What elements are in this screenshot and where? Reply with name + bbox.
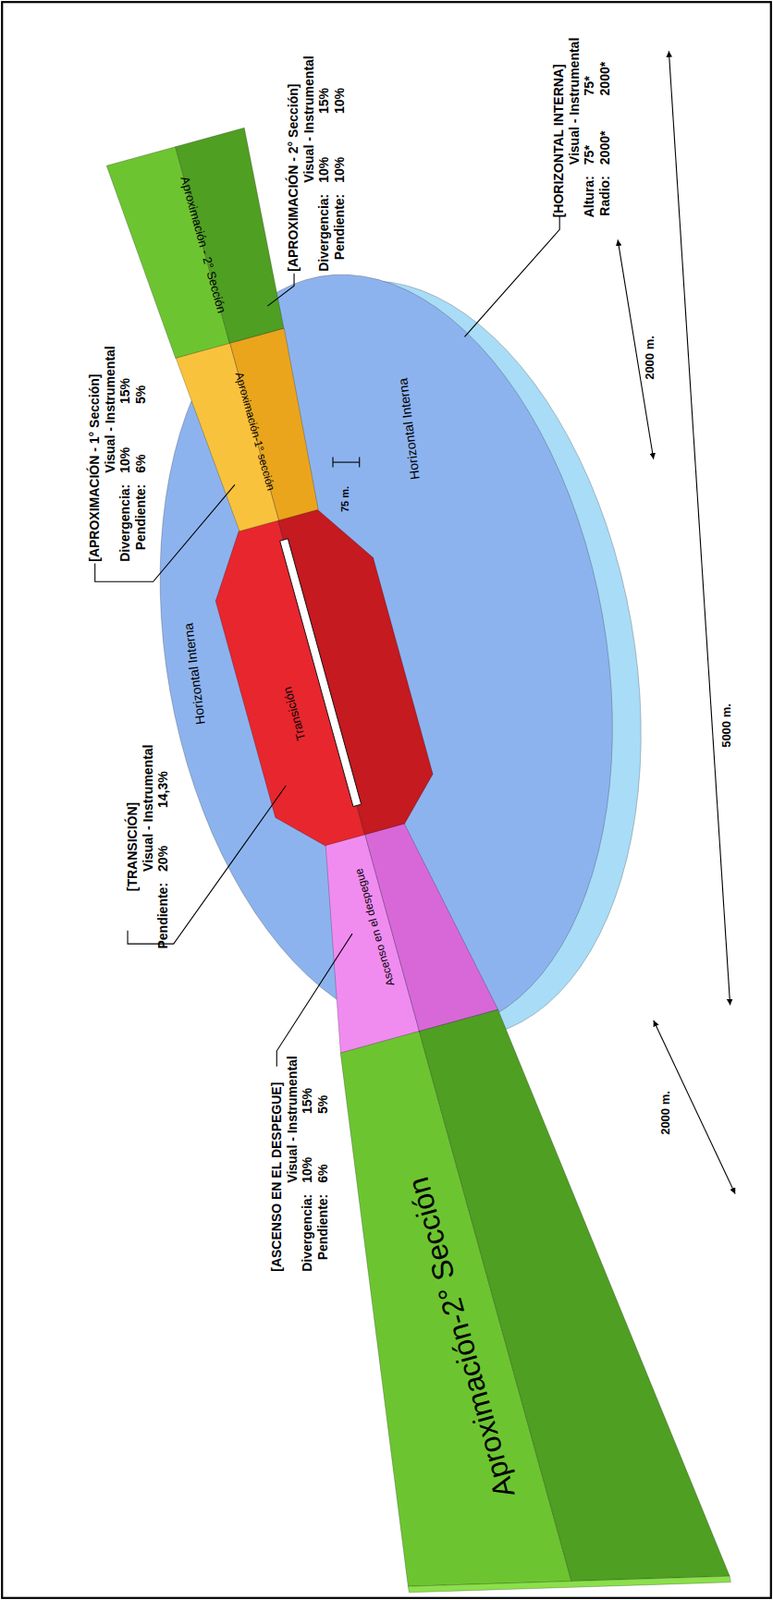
callout-text: Radio: <box>597 175 614 217</box>
callout-text: 5% <box>314 1094 331 1114</box>
approach-surface: Aproximación-2° Sección <box>338 1007 734 1596</box>
leader-line <box>464 216 560 337</box>
callout-block: [TRANSICIÓN]Visual - InstrumentalPendien… <box>124 745 172 950</box>
callout-block: [APROXIMACIÓN - 2° Sección]Visual - Inst… <box>285 55 347 272</box>
callout-block: 5000 m. <box>719 681 736 749</box>
callout-text: 15% <box>316 87 332 114</box>
callout-text: 10% <box>117 447 134 474</box>
callout-text: 75* <box>581 145 598 165</box>
dimension-line <box>668 50 730 1006</box>
callout-text: Pendiente: <box>314 1193 331 1261</box>
callout-text: 10% <box>316 156 332 183</box>
surface-label: Horizontal Interna <box>180 622 208 726</box>
callout-text: Divergencia: <box>117 484 134 563</box>
surface-shape <box>323 822 501 1056</box>
dimension-tick <box>358 457 360 468</box>
dimension-line <box>332 462 360 464</box>
callout-block: [APROXIMACIÓN - 1° Sección]Visual - Inst… <box>86 346 148 564</box>
callout-text: 75* <box>581 75 598 96</box>
callout-text: Visual - Instrumental <box>283 1055 300 1183</box>
surface-label: Horizontal Interna <box>394 377 422 481</box>
callout-text: Divergencia: <box>299 1193 316 1272</box>
surface-label: Aproximación-1° sección <box>232 370 277 492</box>
surface-label: Aproximación - 2° Sección <box>176 174 228 315</box>
surface-label: Aproximación-2° Sección <box>401 1174 523 1503</box>
callout-text: 10% <box>299 1156 316 1183</box>
callout-text: 2000* <box>597 131 614 166</box>
surface-face <box>175 127 284 344</box>
callout-text: Divergencia: <box>316 193 332 271</box>
callout-text: 14,3% <box>155 772 172 810</box>
inner-horizontal-surface: Horizontal InternaHorizontal Interna <box>158 272 643 1041</box>
callout-text: Pendiente: <box>155 883 172 950</box>
dimension-line <box>653 1020 736 1195</box>
callout-block: [ASCENSO EN EL DESPEGUE]Visual - Instrum… <box>269 1055 331 1273</box>
callout-text: Pendiente: <box>133 484 149 552</box>
transition-surface: Transición <box>213 507 435 848</box>
callout-title: [ASCENSO EN EL DESPEGUE] <box>269 1081 285 1272</box>
callout-text: 10% <box>331 156 348 183</box>
callout-block: [HORIZONTAL INTERNA]Visual - Instrumenta… <box>551 37 613 219</box>
callout-text: 10% <box>331 87 348 114</box>
callout-title: [APROXIMACIÓN - 2° Sección] <box>285 83 302 271</box>
surface-label: Transición <box>281 685 309 742</box>
callout-text: 15% <box>299 1087 316 1114</box>
approach-surface: Aproximación-1° sección <box>173 326 320 534</box>
surface-face <box>408 1577 732 1595</box>
callout-text: Pendiente: <box>331 193 348 260</box>
callout-text: Visual - Instrumental <box>102 346 119 474</box>
callout-title: [TRANSICIÓN] <box>124 802 141 892</box>
callout-text: 20% <box>155 846 172 872</box>
callout-text: Visual - Instrumental <box>301 55 318 183</box>
dimension-label: 2000 m. <box>658 1091 675 1136</box>
surface-label: Ascenso en el despegue <box>352 867 397 988</box>
takeoff-climb-surface: Ascenso en el despegue <box>323 822 501 1056</box>
callout-title: [HORIZONTAL INTERNA] <box>551 63 567 218</box>
callout-block: 2000 m. <box>642 313 659 381</box>
dimension-tick <box>331 457 333 468</box>
callout-text: Visual - Instrumental <box>140 745 157 872</box>
callout-text: 6% <box>314 1164 331 1183</box>
surface-shape <box>338 1007 734 1596</box>
callout-text: 2000* <box>597 61 614 97</box>
dimension-label: 75 m. <box>337 486 354 513</box>
callout-text: Altura: <box>581 175 598 218</box>
callout-title: [APROXIMACIÓN - 1° Sección] <box>86 374 103 563</box>
callout-text: Visual - Instrumental <box>566 37 583 165</box>
callout-block: 2000 m. <box>658 1068 675 1136</box>
surface-face <box>278 509 433 835</box>
callout-text: 5% <box>133 385 149 405</box>
surface-shape <box>213 507 435 848</box>
surface-face <box>365 824 499 1033</box>
dimension-label: 2000 m. <box>642 335 659 381</box>
callout-text: 6% <box>133 454 149 474</box>
approach-surface: Aproximación - 2° Sección <box>104 125 286 361</box>
dimension-label: 5000 m. <box>719 703 736 749</box>
callout-text: 15% <box>117 378 134 405</box>
callout-block: 75 m. <box>337 464 354 513</box>
